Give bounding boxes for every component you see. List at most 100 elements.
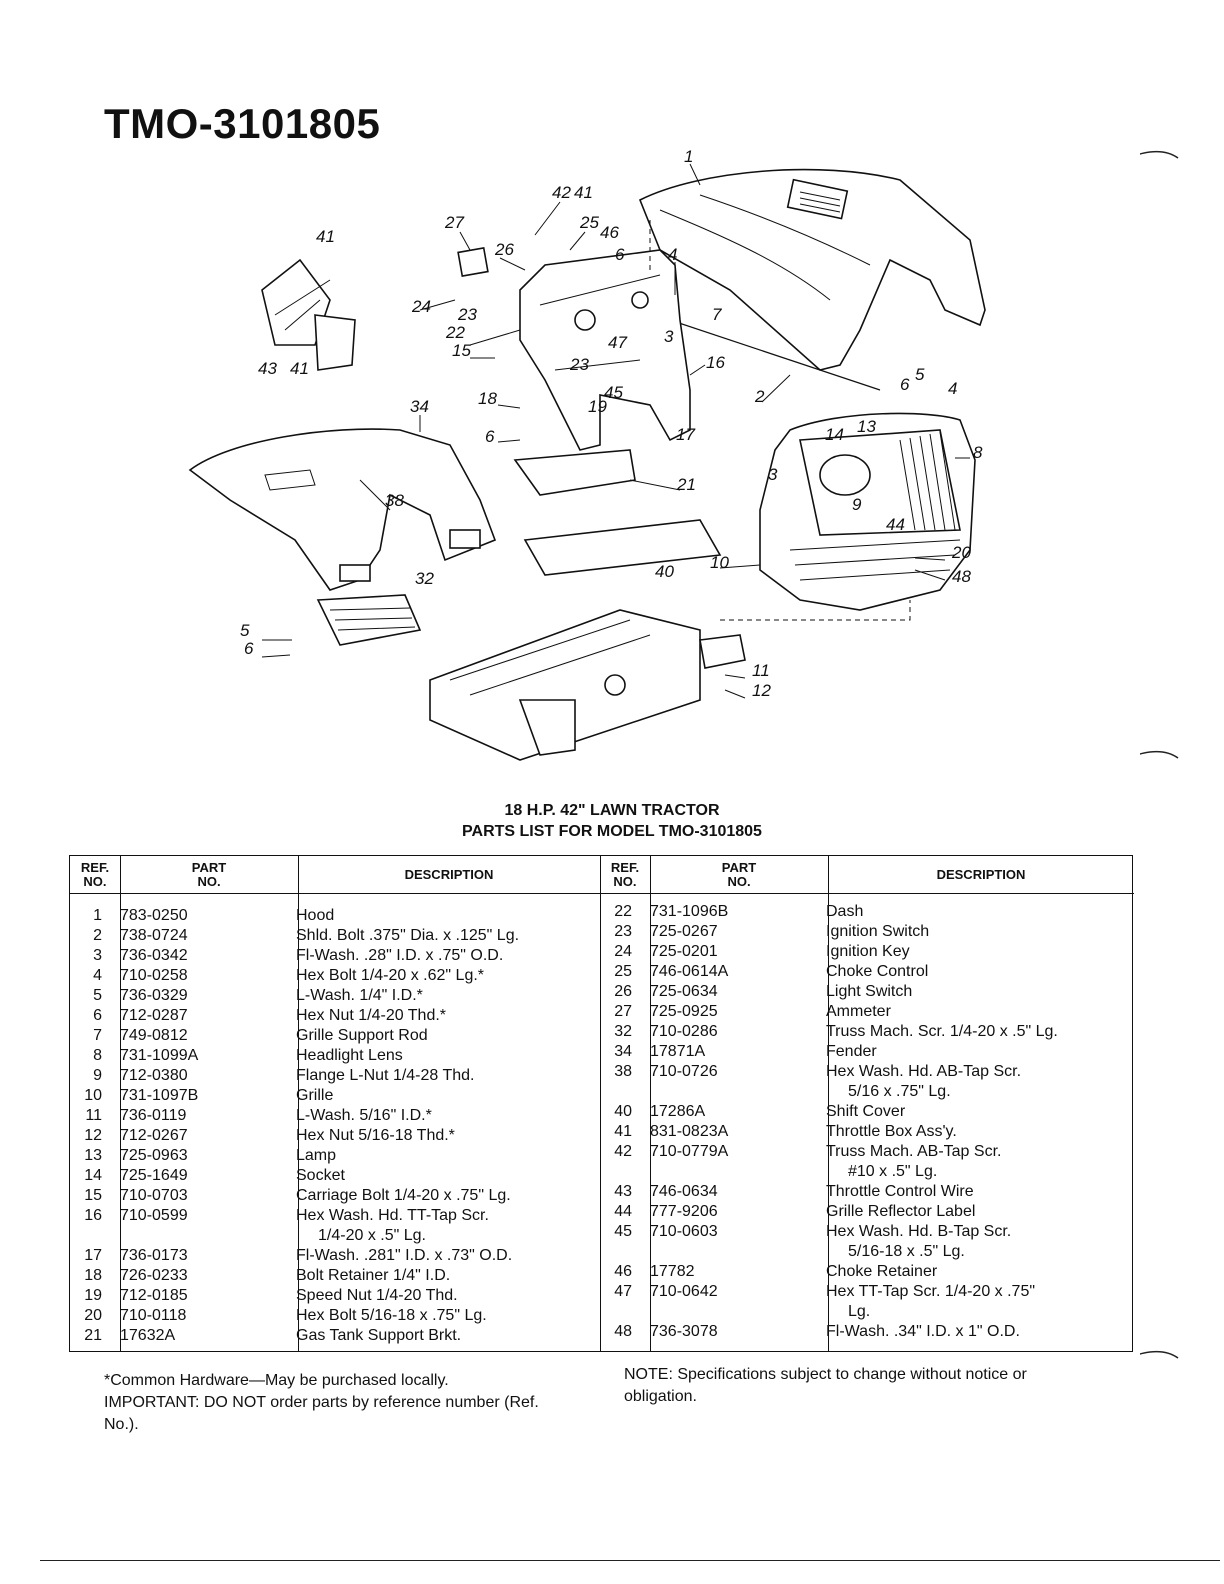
ref-no-cell: 41: [614, 1123, 632, 1140]
ref-no-cell: 26: [614, 983, 632, 1000]
callout: 14: [825, 425, 844, 444]
callout: 32: [415, 569, 434, 588]
callout: 21: [676, 475, 696, 494]
exploded-parts-diagram: 1 42 41 27 25 46 26 6 4 41 24 23 7 22 3 …: [188, 147, 986, 761]
margin-mark: [1140, 750, 1179, 759]
part-no-cell: 746-0614A: [650, 963, 729, 980]
part-no-cell: 731-1096B: [650, 903, 729, 920]
hardware-notes: *Common Hardware—May be purchased locall…: [104, 1370, 574, 1436]
shift-cover-drawing: [523, 519, 722, 576]
ref-no-cell: 25: [614, 963, 632, 980]
callout: 46: [600, 223, 619, 242]
ref-no-cell: 21: [84, 1327, 102, 1344]
table-row-continuation: 1/4-20 x .5" Lg.: [70, 1226, 600, 1246]
description-cell: Carriage Bolt 1/4-20 x .75" Lg.: [296, 1187, 511, 1204]
fender-drawing: [188, 428, 497, 591]
table-row-continuation: Lg.: [600, 1302, 1134, 1322]
important-note: IMPORTANT: DO NOT order parts by referen…: [104, 1394, 539, 1433]
callout: 12: [752, 681, 771, 700]
header-part-no: PART NO.: [650, 856, 828, 894]
callout: 10: [710, 553, 729, 572]
margin-mark: [1140, 1350, 1179, 1359]
callout: 18: [478, 389, 497, 408]
callout: 15: [452, 341, 471, 360]
description-cell: Truss Mach. AB-Tap Scr.: [826, 1143, 1002, 1160]
callout: 23: [569, 355, 589, 374]
ref-no-cell: 32: [614, 1023, 632, 1040]
part-no-cell: 783-0250: [120, 907, 188, 924]
ref-no-cell: 19: [84, 1287, 102, 1304]
ref-no-cell: 11: [85, 1107, 102, 1124]
callout: 25: [579, 213, 599, 232]
header-description: DESCRIPTION: [828, 856, 1134, 894]
part-no-cell: 725-0267: [650, 923, 718, 940]
specifications-note: NOTE: Specifications subject to change w…: [624, 1366, 1027, 1405]
callout: 6: [615, 245, 625, 264]
margin-mark: [1140, 150, 1179, 159]
ref-no-cell: 9: [93, 1067, 102, 1084]
ref-no-cell: 4: [93, 967, 102, 984]
part-no-cell: 710-0703: [120, 1187, 188, 1204]
callout: 2: [754, 387, 765, 406]
page-title: TMO-3101805: [104, 100, 381, 147]
description-cell: Hood: [296, 907, 335, 924]
callout: 17: [676, 425, 695, 444]
description-cell-continued: 1/4-20 x .5" Lg.: [318, 1227, 426, 1244]
callout: 23: [457, 305, 477, 324]
description-cell: Hex TT-Tap Scr. 1/4-20 x .75": [826, 1283, 1036, 1300]
part-no-cell: 749-0812: [120, 1027, 188, 1044]
part-no-cell: 738-0724: [120, 927, 188, 944]
description-cell: Hex Nut 1/4-20 Thd.*: [296, 1007, 447, 1024]
part-no-cell: 710-0286: [650, 1023, 718, 1040]
table-row-continuation: 5/16 x .75" Lg.: [600, 1082, 1134, 1102]
callout: 3: [768, 465, 778, 484]
part-no-cell: 725-0201: [650, 943, 718, 960]
description-cell: Shld. Bolt .375" Dia. x .125" Lg.: [296, 927, 520, 944]
description-cell: Hex Wash. Hd. TT-Tap Scr.: [296, 1207, 489, 1224]
ref-no-cell: 15: [84, 1187, 102, 1204]
header-part-no: PART NO.: [120, 856, 298, 894]
ref-no-cell: 43: [614, 1183, 632, 1200]
part-no-cell: 17286A: [650, 1103, 706, 1120]
description-cell: Ammeter: [826, 1003, 891, 1020]
part-no-cell: 17782: [650, 1263, 695, 1280]
description-cell: Grille: [296, 1087, 334, 1104]
description-cell: L-Wash. 1/4" I.D.*: [296, 987, 423, 1004]
table-row-continuation: #10 x .5" Lg.: [600, 1162, 1134, 1182]
description-cell-continued: 5/16 x .75" Lg.: [848, 1083, 951, 1100]
description-cell: Hex Wash. Hd. AB-Tap Scr.: [826, 1063, 1022, 1080]
description-cell: Lamp: [296, 1147, 337, 1164]
callout: 7: [712, 305, 722, 324]
description-cell: Throttle Box Ass'y.: [826, 1123, 957, 1140]
part-no-cell: 710-0726: [650, 1063, 718, 1080]
description-cell: Grille Reflector Label: [826, 1203, 976, 1220]
part-no-cell: 746-0634: [650, 1183, 718, 1200]
callout: 5: [240, 621, 250, 640]
gas-tank-support-drawing: [513, 449, 636, 496]
callout: 34: [410, 397, 429, 416]
ref-no-cell: 10: [84, 1087, 102, 1104]
callout: 48: [952, 567, 971, 586]
callout: 26: [494, 240, 514, 259]
ref-no-cell: 46: [614, 1263, 632, 1280]
description-cell: Fl-Wash. .34" I.D. x 1" O.D.: [826, 1323, 1020, 1340]
part-no-cell: 710-0642: [650, 1283, 718, 1300]
description-cell: Dash: [826, 903, 864, 920]
hood-drawing: [638, 168, 986, 371]
part-no-cell: 736-0173: [120, 1247, 188, 1264]
ref-no-cell: 40: [614, 1103, 632, 1120]
